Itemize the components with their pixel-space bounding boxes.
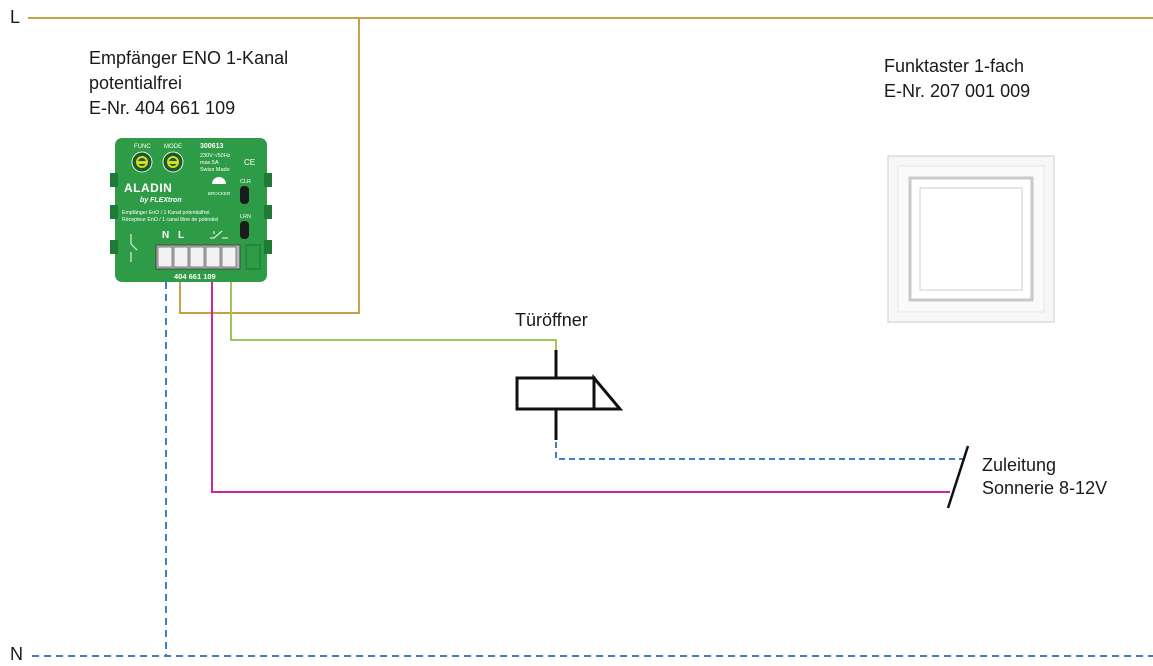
l-rail-label: L <box>10 7 21 27</box>
receiver-title-line-1: Empfänger ENO 1-Kanal <box>89 48 289 68</box>
receiver-title-line-2: potentialfrei <box>89 73 183 93</box>
bell-supply-wire <box>211 282 950 493</box>
receiver-title-line-3: E-Nr. 404 661 109 <box>89 98 236 118</box>
maker-name: BROCKER <box>208 191 231 196</box>
maker-logo-icon <box>212 177 226 184</box>
clr-label: CLR <box>240 179 251 185</box>
desc-line-1: Empfänger EnO / 1 Kanal potentialfrei <box>122 210 209 216</box>
switch-title-line-1: Funktaster 1-fach <box>884 56 1025 76</box>
ce-mark: CE <box>244 158 255 167</box>
door-opener-return-wire <box>555 442 965 460</box>
mode-dial <box>162 151 184 173</box>
model-code: 300613 <box>200 143 223 150</box>
sub-brand: by FLEXtron <box>140 197 182 204</box>
terminal-n-label: N <box>162 230 169 241</box>
n-rail-label: N <box>10 644 23 664</box>
door-opener-label: Türöffner <box>515 310 588 330</box>
desc-line-2: Récepteur EnO / 1 canal libre de potenti… <box>122 217 218 223</box>
lrn-button <box>240 221 249 239</box>
func-dial <box>131 151 153 173</box>
radio-switch-device <box>887 155 1055 323</box>
phase-feed-wire <box>179 18 360 314</box>
door-opener-symbol <box>515 350 624 440</box>
supply-label: Zuleitung Sonnerie 8-12V <box>982 454 1107 500</box>
switch-title-line-2: E-Nr. 207 001 009 <box>884 81 1031 101</box>
lrn-label: LRN <box>240 214 251 220</box>
supply-label-line-1: Zuleitung <box>982 455 1057 475</box>
clr-button <box>240 186 249 204</box>
supply-label-line-2: Sonnerie 8-12V <box>982 478 1108 498</box>
switch-symbol-icon <box>130 234 138 262</box>
contact-symbol-icon <box>210 230 228 239</box>
terminal-l-label: L <box>178 230 184 241</box>
receiver-title: Empfänger ENO 1-Kanal potentialfrei E-Nr… <box>89 46 288 121</box>
brand-name: ALADIN <box>124 181 172 195</box>
receiver-device: FUNC MODE 300613 230V~/50Hz max.5A Swiss… <box>110 138 272 282</box>
article-number: 404 661 109 <box>174 272 216 281</box>
spec-line-2: max.5A <box>200 160 219 166</box>
switched-output-wire <box>230 282 557 352</box>
supply-break-mark <box>946 445 970 509</box>
spec-line-3: Swiss Made <box>200 167 230 173</box>
terminal-block <box>155 244 261 270</box>
switch-title: Funktaster 1-fach E-Nr. 207 001 009 <box>884 54 1030 104</box>
spec-line-1: 230V~/50Hz <box>200 153 231 159</box>
func-label: FUNC <box>134 144 151 150</box>
mode-label: MODE <box>164 144 182 150</box>
